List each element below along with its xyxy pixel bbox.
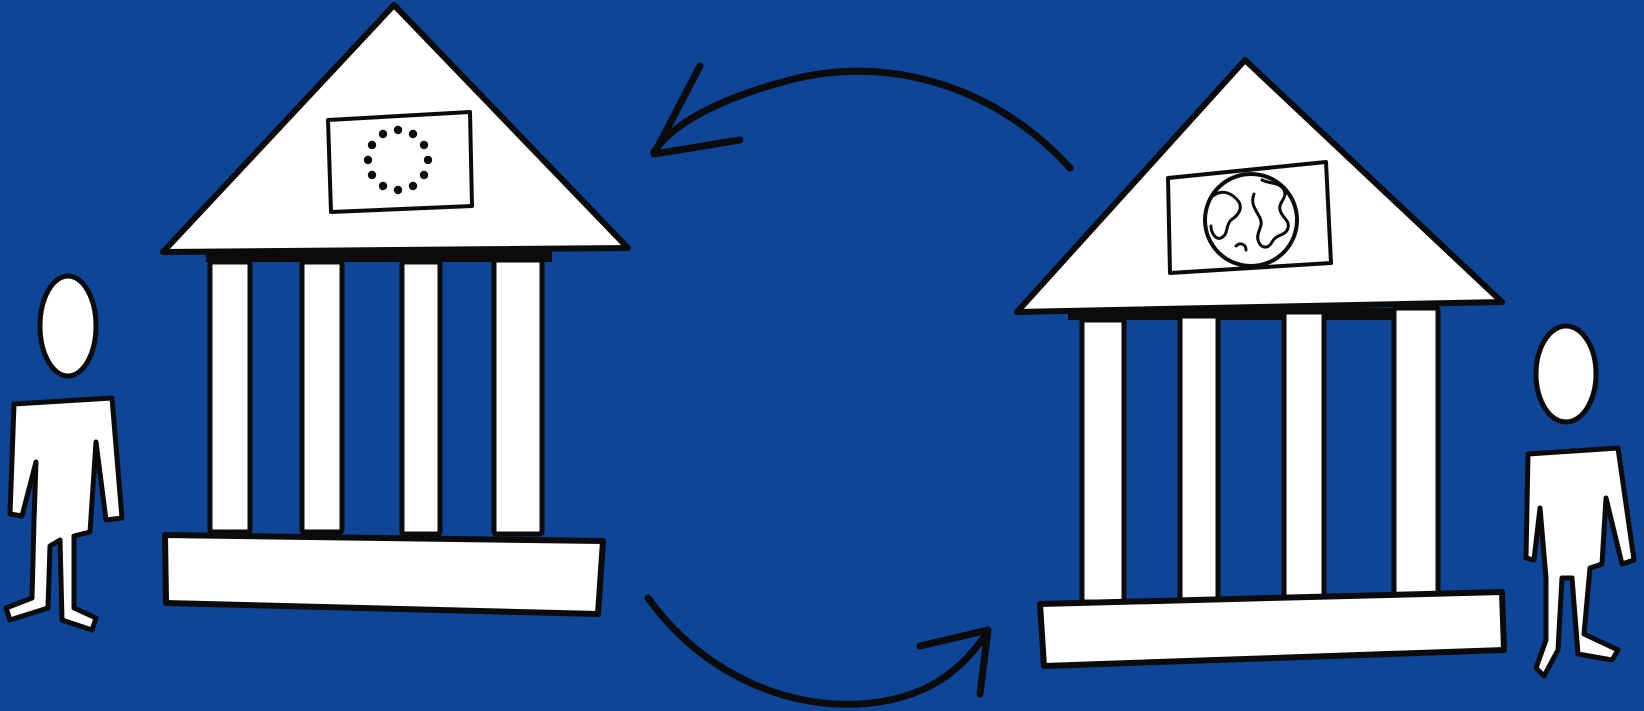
column [1394, 308, 1438, 600]
arrow-bottom [648, 598, 988, 704]
person-left [6, 276, 122, 630]
eu-star-icon [394, 126, 402, 134]
eu-star-icon [409, 182, 417, 190]
eu-star-icon [394, 186, 402, 194]
person-right [1526, 326, 1634, 676]
column [1180, 316, 1218, 602]
eu-star-icon [420, 141, 428, 149]
eu-star-icon [368, 171, 376, 179]
right-building [1017, 60, 1504, 666]
eu-star-icon [379, 182, 387, 190]
column [1284, 312, 1324, 602]
person-body [1526, 448, 1634, 676]
column [402, 262, 440, 534]
right-building-base [1040, 592, 1504, 666]
eu-star-icon [420, 171, 428, 179]
left-building-columns [210, 260, 542, 534]
eu-star-icon [364, 156, 372, 164]
left-building [163, 5, 628, 614]
column [494, 260, 542, 534]
person-head [40, 276, 96, 376]
right-building-columns [1082, 308, 1438, 602]
eu-star-icon [409, 130, 417, 138]
person-head [1536, 326, 1596, 422]
column [210, 262, 250, 532]
person-body [6, 398, 122, 630]
left-building-base [165, 535, 603, 614]
column [1082, 320, 1124, 602]
eu-flag-icon [328, 112, 472, 212]
eu-star-icon [379, 130, 387, 138]
eu-star-icon [424, 156, 432, 164]
eu-star-icon [368, 141, 376, 149]
arrow-top [654, 66, 1070, 168]
globe-flag-icon [1168, 162, 1331, 273]
column [302, 262, 342, 532]
